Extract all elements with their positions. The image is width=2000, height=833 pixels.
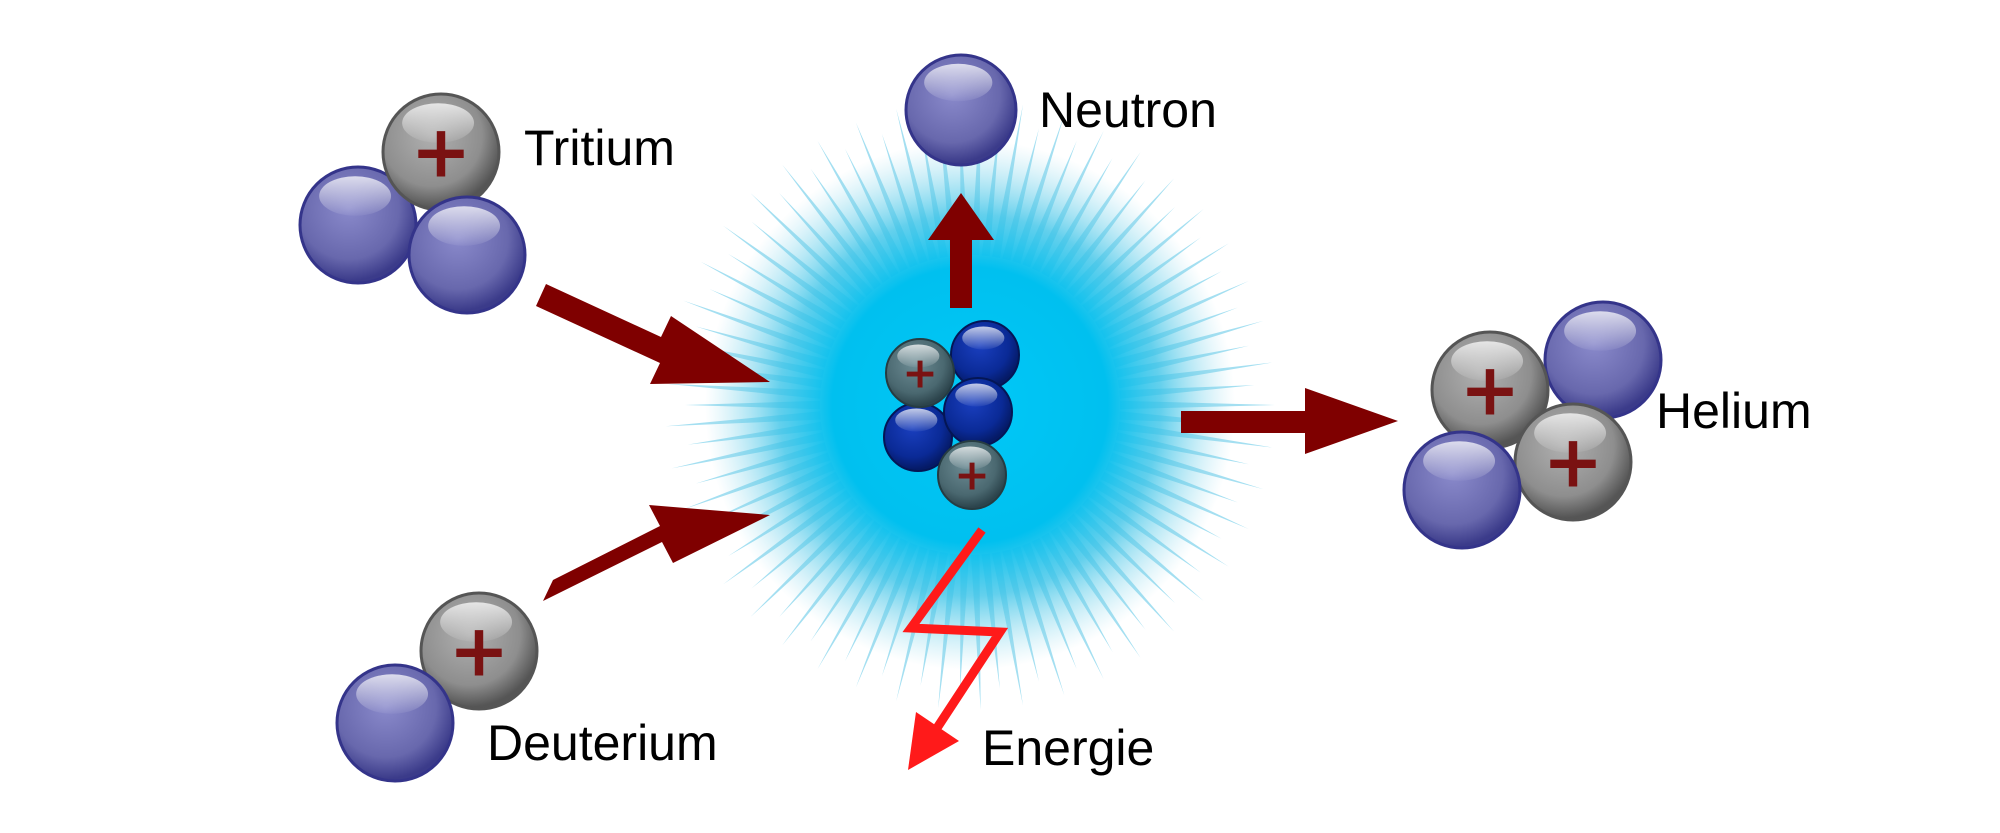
sphere-highlight (924, 63, 993, 102)
neutron-sphere (904, 53, 1018, 167)
sphere-highlight (1564, 311, 1637, 351)
proton-plus-sign: + (411, 110, 472, 194)
label-neutron: Neutron (1039, 82, 1217, 138)
proton-sphere: + (381, 92, 501, 212)
neutron-sphere (407, 195, 527, 315)
free-neutron (904, 53, 1018, 167)
proton-plus-sign: + (954, 451, 990, 500)
sphere-highlight (1534, 413, 1607, 453)
sphere-highlight (1423, 441, 1496, 481)
arrow-tritium-in (536, 284, 770, 384)
neutron-sphere (1402, 430, 1522, 550)
core-neutron-sphere (943, 377, 1013, 447)
energy-bolt (902, 527, 1009, 770)
neutron-sphere (1543, 300, 1663, 420)
deuterium-nucleus: + (335, 591, 539, 783)
neutron-sphere (298, 165, 418, 285)
arrow-neutron-out (928, 193, 994, 308)
proton-plus-sign: + (902, 349, 938, 398)
proton-plus-sign: + (449, 609, 510, 693)
core-neutron-sphere (950, 320, 1020, 390)
core-neutron-sphere (883, 402, 953, 472)
arrow-deuterium-in (543, 505, 770, 601)
sphere-highlight (1451, 341, 1524, 381)
sphere-highlight (428, 206, 501, 246)
sphere-highlight (402, 103, 475, 143)
sphere-highlight (356, 674, 429, 714)
label-deuterium: Deuterium (487, 715, 718, 771)
helium-nucleus: + + (1402, 300, 1663, 550)
arrow-helium-out (1181, 388, 1398, 454)
sphere-highlight (440, 602, 513, 642)
label-helium: Helium (1656, 383, 1812, 439)
fusion-core-nucleus: + + (883, 320, 1020, 510)
sphere-highlight (895, 408, 938, 432)
proton-sphere: + (419, 591, 539, 711)
tritium-nucleus: + (298, 92, 527, 315)
core-proton-sphere: + (937, 440, 1007, 510)
sphere-highlight (897, 344, 940, 368)
sphere-highlight (319, 176, 392, 216)
proton-sphere: + (1513, 402, 1633, 522)
proton-plus-sign: + (1460, 348, 1521, 432)
neutron-sphere (335, 663, 455, 783)
proton-plus-sign: + (1543, 420, 1604, 504)
core-proton-sphere: + (885, 338, 955, 408)
label-tritium: Tritium (524, 120, 675, 176)
sphere-highlight (955, 383, 998, 407)
label-energy: Energie (982, 720, 1154, 776)
sphere-highlight (962, 326, 1005, 350)
sphere-highlight (949, 446, 992, 470)
fusion-glow (665, 100, 1275, 710)
